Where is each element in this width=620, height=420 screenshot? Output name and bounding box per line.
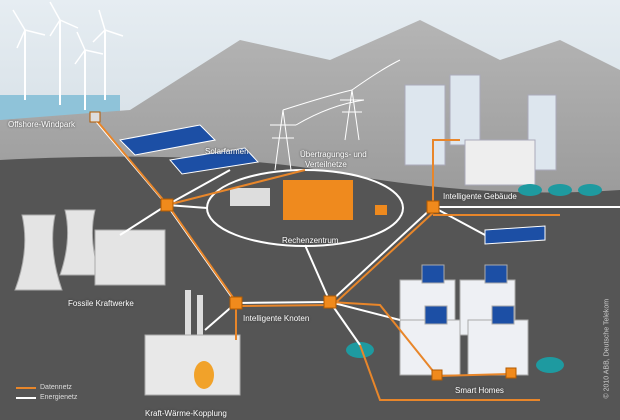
label-chp: Kraft-Wärme-Kopplung bbox=[145, 409, 227, 418]
legend-label: Energienetz bbox=[40, 394, 78, 401]
legend-energy-network: Energienetz bbox=[16, 394, 77, 401]
node-cube bbox=[89, 111, 101, 123]
label-datacenter: Rechenzentrum bbox=[282, 236, 339, 245]
legend-data-network: Datennetz bbox=[16, 384, 72, 391]
node-cube bbox=[505, 367, 517, 379]
label-nodes: Intelligente Knoten bbox=[243, 314, 310, 323]
node-cube bbox=[323, 295, 337, 309]
label-fossil: Fossile Kraftwerke bbox=[68, 299, 134, 308]
intelligent-nodes bbox=[89, 111, 517, 381]
legend-swatch bbox=[16, 396, 36, 399]
legend-swatch bbox=[16, 386, 36, 389]
node-cube bbox=[229, 296, 243, 310]
wind-turbines bbox=[12, 1, 124, 110]
fossil-power-plant bbox=[14, 209, 166, 291]
office-buildings bbox=[404, 74, 557, 186]
copyright: © 2010 ABB, Deutsche Telekom bbox=[603, 298, 611, 399]
label-smarthomes: Smart Homes bbox=[455, 386, 504, 395]
node-cube bbox=[431, 369, 443, 381]
label-grid-2: Verteilnetze bbox=[305, 160, 347, 169]
solar-farm bbox=[118, 124, 546, 245]
datacenter bbox=[230, 180, 387, 220]
power-pylons bbox=[270, 59, 401, 171]
label-solar: Solarfarmen bbox=[205, 147, 249, 156]
electric-cars bbox=[346, 184, 602, 373]
node-cube bbox=[160, 198, 174, 212]
chp-plant bbox=[144, 290, 241, 396]
node-cube bbox=[426, 200, 440, 214]
label-offshore: Offshore-Windpark bbox=[8, 120, 75, 129]
label-buildings: Intelligente Gebäude bbox=[443, 192, 517, 201]
legend-label: Datennetz bbox=[40, 384, 72, 391]
label-grid-1: Übertragungs- und bbox=[300, 150, 367, 159]
